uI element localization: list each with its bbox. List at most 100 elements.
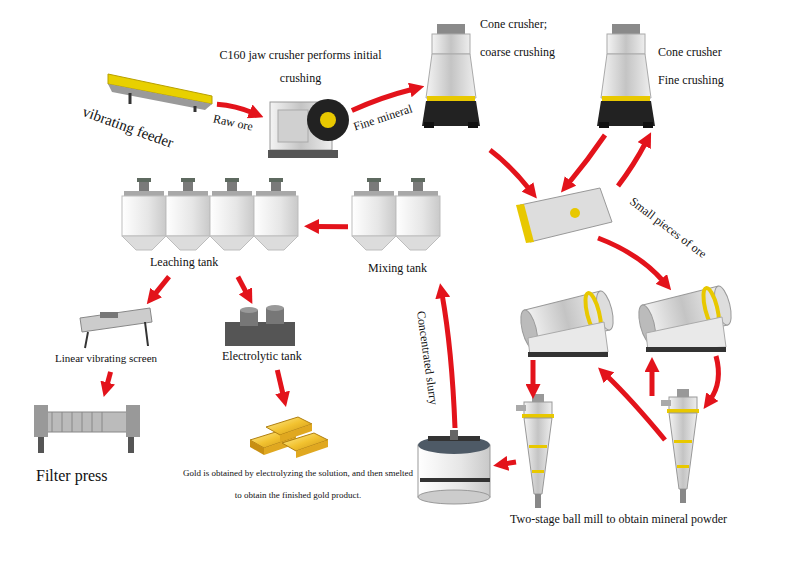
filter-press-drawing: [34, 405, 48, 437]
process-arrow: [442, 135, 718, 464]
linear-screen-drawing: [85, 332, 88, 348]
flow-arrow-line: [315, 224, 348, 229]
filter-press-drawing: [34, 405, 140, 453]
equipment-label: Mixing tank: [368, 261, 442, 275]
jaw-crusher-drawing: [320, 112, 336, 128]
filter-press-drawing: [38, 437, 44, 453]
equipment-label: Filter press: [36, 466, 146, 485]
cone-crusher-drawing: [422, 24, 480, 128]
cone-crusher-drawing: [422, 24, 480, 128]
equipment-label: C160 jaw crusher performs initial crushi…: [218, 44, 383, 90]
equipment-node: Filter press: [28, 398, 153, 493]
process-arrow: [606, 375, 665, 440]
process-arrow: [710, 356, 718, 400]
process-arrow: [568, 135, 605, 184]
flow-arrow: [238, 277, 247, 295]
vibrating-screen-drawing: [520, 188, 612, 242]
hydrocyclone-drawing: [516, 394, 554, 508]
linear-screen-drawing: [80, 308, 152, 348]
vibrating-feeder-drawing: [194, 106, 197, 112]
flow-arrow-line: [238, 277, 247, 295]
vibrating-screen-drawing: [516, 188, 612, 243]
process-arrow: [598, 238, 664, 282]
electrolytic-tank-drawing: [225, 305, 295, 346]
process-arrow: [650, 368, 655, 396]
flow-arrow-line: [107, 372, 111, 386]
flow-arrow: [154, 277, 169, 296]
gold-bars-drawing: [250, 440, 264, 455]
flow-arrow-line: [154, 277, 169, 296]
jaw-crusher-drawing: [278, 110, 308, 142]
linear-screen-drawing: [100, 312, 118, 318]
leaching-tank-drawing: [210, 178, 254, 250]
flow-arrow-line: [277, 370, 283, 396]
vibrating-screen-drawing: [516, 204, 534, 243]
leaching-tank-drawing: [122, 178, 298, 250]
process-arrow: [504, 462, 516, 464]
mixing-tank-drawing: [352, 178, 396, 250]
flow-arrow: [315, 226, 348, 227]
equipment-label: Leaching tank: [150, 255, 260, 269]
jaw-crusher-drawing: [307, 99, 349, 141]
process-arrow: [490, 150, 530, 190]
equipment-label: Gold is obtained by electrolyzing the so…: [182, 462, 414, 506]
linear-screen-drawing: [145, 322, 148, 346]
flow-arrow-line: [217, 104, 253, 113]
process-note: Concentrated slurry: [413, 310, 441, 406]
vibrating-feeder-drawing: [129, 93, 132, 104]
equipment-label: Cone crusher; coarse crushing: [480, 10, 568, 66]
process-note: Two-stage ball mill to obtain mineral po…: [510, 512, 727, 527]
flow-arrow: [277, 370, 283, 396]
arrow-label: Raw ore: [210, 111, 256, 135]
leaching-tank-drawing: [122, 178, 166, 250]
hydrocyclone-drawing: [661, 389, 699, 503]
filter-press-drawing: [52, 412, 102, 432]
process-arrow: [618, 142, 646, 186]
gold-bars-drawing: [250, 417, 328, 458]
process-arrow: [531, 360, 536, 388]
ball-mill-drawing: [635, 283, 734, 352]
electrolytic-tank-drawing: [240, 307, 258, 313]
electrolytic-tank-drawing: [266, 305, 284, 311]
ball-mill-drawing: [635, 283, 734, 352]
leaching-tank-drawing: [166, 178, 210, 250]
gold-bars-drawing: [296, 440, 328, 458]
jaw-crusher-drawing: [268, 99, 349, 158]
equipment-node: vibrating feeder: [100, 68, 215, 112]
equipment-node: Gold is obtained by electrolyzing the so…: [180, 408, 416, 509]
equipment-label: Cone crusher Fine crushing: [658, 38, 738, 94]
ball-mill-drawing: [517, 288, 616, 357]
filter-press-drawing: [126, 405, 140, 437]
jaw-crusher-drawing: [268, 150, 338, 158]
flow-arrow: [217, 104, 253, 113]
flow-arrow: [107, 372, 111, 386]
thickener-drawing: [420, 478, 490, 482]
process-note: Small pieces of ore: [627, 194, 710, 262]
equipment-node: Electrolytic tank: [212, 305, 327, 368]
equipment-node: C160 jaw crusher performs initial crushi…: [265, 92, 350, 160]
leaching-tank-drawing: [254, 178, 298, 250]
ball-mill-drawing: [517, 288, 616, 357]
linear-screen-drawing: [80, 308, 152, 332]
thickener-drawing: [418, 430, 490, 504]
equipment-label: vibrating feeder: [80, 102, 176, 152]
vibrating-feeder-drawing: [108, 74, 212, 112]
mixing-tank-drawing: [352, 178, 440, 250]
filter-press-drawing: [128, 437, 134, 453]
cone-crusher-drawing: [597, 24, 655, 128]
process-arrow: [442, 294, 455, 428]
vibrating-screen-drawing: [570, 208, 580, 218]
electrolytic-tank-drawing: [225, 322, 295, 346]
equipment-label: Linear vibrating screen: [55, 352, 190, 365]
filter-press-drawing: [40, 412, 132, 432]
equipment-node: Cone crusher; coarse crushing: [425, 22, 477, 130]
equipment-node: Mixing tank: [350, 175, 442, 280]
equipment-node: Cone crusher Fine crushing: [600, 22, 655, 127]
thickener-drawing: [418, 490, 490, 504]
equipment-node: Linear vibrating screen: [50, 305, 190, 370]
equipment-label: Electrolytic tank: [222, 349, 322, 363]
equipment-node: Leaching tank: [118, 175, 303, 275]
cone-crusher-drawing: [597, 24, 655, 128]
hydrocyclone-drawing: [661, 389, 699, 503]
